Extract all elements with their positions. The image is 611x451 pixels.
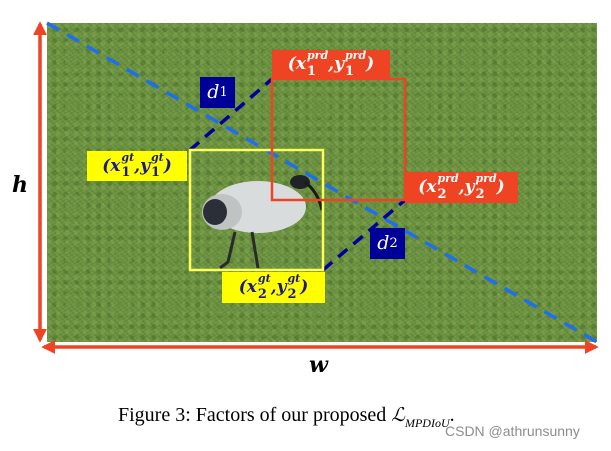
y-superscript: gt bbox=[287, 272, 301, 286]
x-superscript: gt bbox=[257, 272, 271, 286]
paren: ( bbox=[287, 54, 296, 74]
x-superscript: gt bbox=[121, 150, 135, 164]
d2-distance-line bbox=[321, 198, 407, 272]
x-symbol: x bbox=[110, 155, 121, 176]
y-subscript: 2 bbox=[287, 286, 297, 302]
height-label: h bbox=[12, 172, 28, 198]
paren: ) bbox=[496, 177, 505, 197]
x-symbol: x bbox=[246, 277, 257, 297]
y-subscript: 1 bbox=[150, 165, 161, 181]
y-subscript: 2 bbox=[475, 186, 485, 202]
paren: ( bbox=[238, 277, 247, 297]
image-diagonal-line bbox=[46, 21, 598, 344]
y-subscript: 1 bbox=[344, 63, 355, 79]
d2-subscript: 2 bbox=[389, 236, 398, 251]
paren: ( bbox=[102, 155, 111, 176]
x-superscript: prd bbox=[437, 172, 459, 186]
watermark: CSDN @athrunsunny bbox=[445, 423, 580, 439]
paren: ( bbox=[418, 177, 427, 197]
y-symbol: y bbox=[464, 177, 475, 197]
comma: , bbox=[134, 155, 141, 176]
y-superscript: prd bbox=[344, 49, 367, 63]
paren: ) bbox=[163, 155, 172, 176]
y-symbol: y bbox=[334, 54, 344, 74]
predicted-box bbox=[270, 77, 407, 202]
width-label: w bbox=[309, 352, 328, 378]
d1-symbol: d bbox=[207, 81, 220, 103]
d1-distance-line bbox=[188, 77, 274, 152]
x-symbol: x bbox=[426, 177, 437, 197]
d1-subscript: 1 bbox=[219, 85, 228, 100]
paren: ) bbox=[366, 54, 375, 74]
x-subscript: 1 bbox=[306, 63, 317, 79]
y-symbol: y bbox=[276, 277, 287, 297]
loss-subscript: MPDIoU bbox=[404, 416, 450, 430]
comma: , bbox=[270, 277, 277, 297]
ground-truth-box bbox=[188, 148, 325, 272]
caption-suffix: . bbox=[449, 404, 455, 426]
x-symbol: x bbox=[295, 54, 306, 74]
y-symbol: y bbox=[140, 155, 150, 176]
ibis-bird-image bbox=[202, 175, 324, 270]
y-superscript: prd bbox=[475, 172, 497, 186]
y-superscript: gt bbox=[150, 150, 164, 164]
x-subscript: 2 bbox=[257, 286, 267, 302]
figure-caption: Figure 3: Factors of our proposed ℒMPDIo… bbox=[118, 404, 455, 430]
paren: ) bbox=[300, 277, 309, 297]
x-subscript: 1 bbox=[121, 165, 131, 181]
x-subscript: 2 bbox=[437, 186, 447, 202]
comma: , bbox=[458, 177, 465, 197]
comma: , bbox=[328, 54, 335, 74]
d2-symbol: d bbox=[377, 232, 390, 254]
x-superscript: prd bbox=[306, 49, 329, 63]
caption-prefix: Figure 3: Factors of our proposed bbox=[118, 404, 392, 426]
loss-symbol: ℒ bbox=[391, 404, 405, 426]
